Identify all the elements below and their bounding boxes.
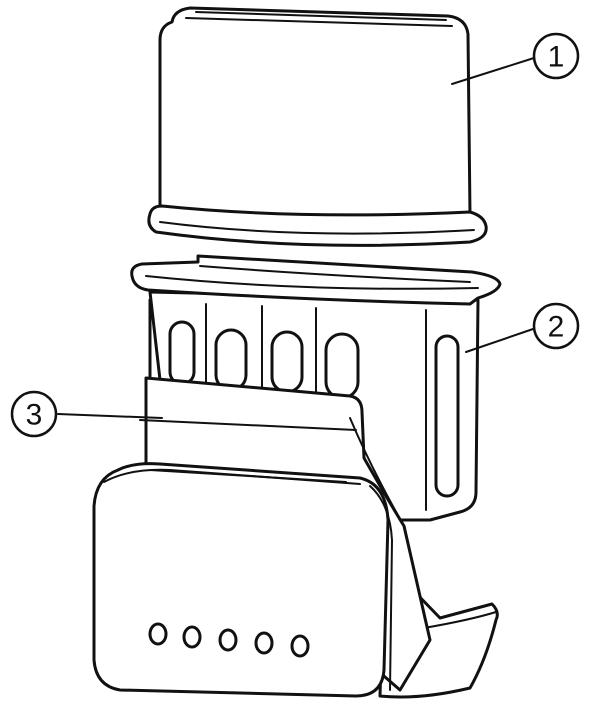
leader-line <box>465 327 537 353</box>
leader-line <box>451 57 535 85</box>
callout-number-1: 1 <box>548 41 565 74</box>
base-part <box>92 376 499 699</box>
indicator-light <box>290 634 310 658</box>
callout-2: 2 <box>465 302 580 353</box>
callout-1: 1 <box>451 32 580 85</box>
callout-number-3: 3 <box>26 399 43 432</box>
indicator-light <box>254 631 274 655</box>
indicator-light <box>148 622 168 646</box>
leader-line <box>57 413 163 419</box>
callout-number-2: 2 <box>548 311 565 344</box>
callout-3: 3 <box>10 390 163 438</box>
lid-part <box>147 6 488 247</box>
indicator-light <box>182 625 202 649</box>
indicator-light <box>218 628 238 652</box>
